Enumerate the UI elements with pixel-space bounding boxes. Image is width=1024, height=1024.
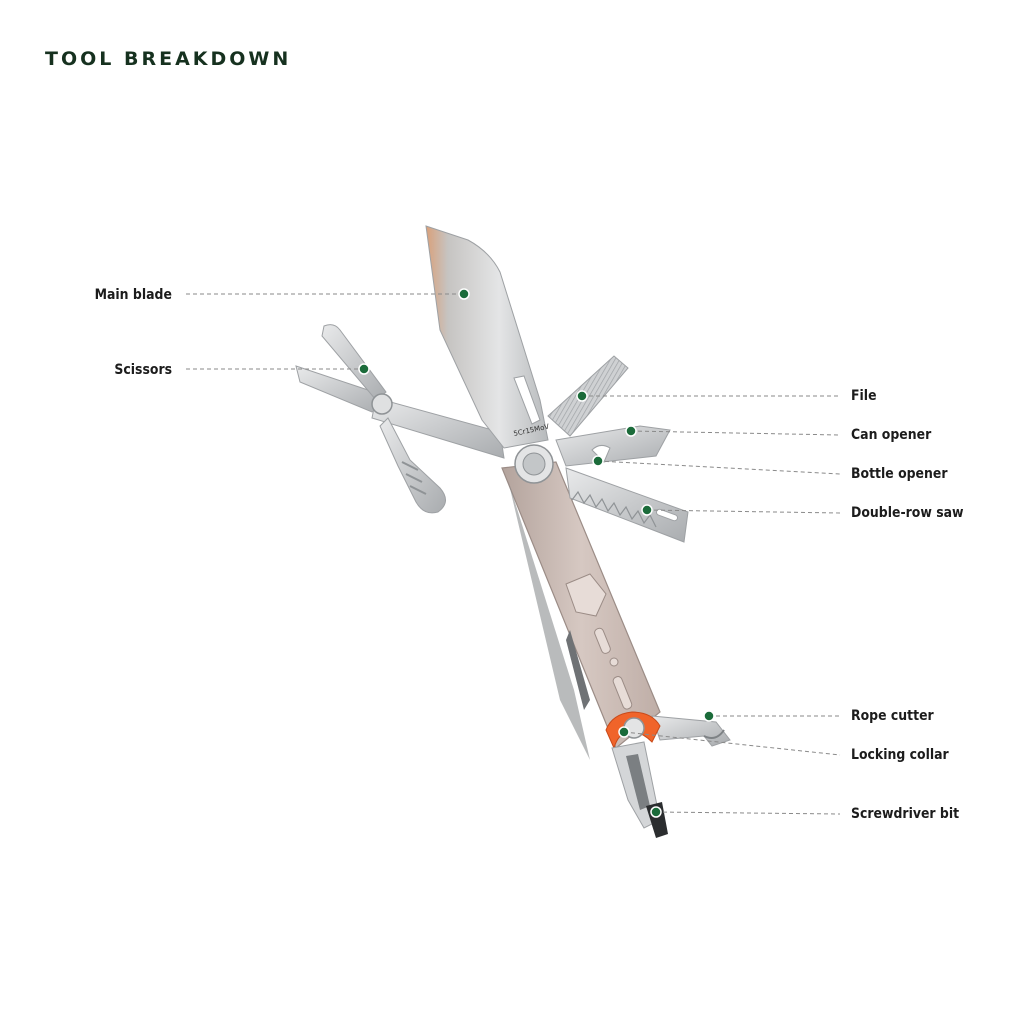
marker-can-opener (625, 425, 637, 437)
marker-double-row-saw (641, 504, 653, 516)
label-can-opener: Can opener (851, 427, 932, 443)
marker-scissors (358, 363, 370, 375)
label-scissors: Scissors (114, 362, 172, 378)
marker-bottle-opener (592, 455, 604, 467)
double-row-saw (565, 467, 689, 543)
leader-bottle-opener (597, 460, 841, 475)
marker-screwdriver-bit (650, 806, 662, 818)
leader-lines (186, 293, 841, 815)
handle (501, 461, 661, 760)
marker-locking-collar (618, 726, 630, 738)
marker-dots (358, 288, 715, 818)
can-bottle-opener (555, 425, 671, 467)
marker-file (576, 390, 588, 402)
file (547, 355, 629, 437)
marker-main-blade (458, 288, 470, 300)
label-screwdriver-bit: Screwdriver bit (851, 806, 960, 822)
label-main-blade: Main blade (94, 287, 172, 303)
label-locking-collar: Locking collar (851, 747, 949, 763)
label-double-row-saw: Double-row saw (851, 505, 964, 521)
marker-rope-cutter (703, 710, 715, 722)
label-rope-cutter: Rope cutter (851, 708, 934, 724)
leader-locking-collar (623, 731, 841, 756)
leader-screwdriver-bit (655, 811, 841, 815)
rope-cutter (651, 715, 731, 747)
screwdriver-bit (611, 741, 668, 838)
main-blade: 5Cr15MoV (425, 225, 550, 449)
label-bottle-opener: Bottle opener (851, 466, 948, 482)
scissors (295, 324, 505, 514)
page-title: TOOL BREAKDOWN (45, 48, 292, 70)
label-file: File (851, 388, 877, 404)
